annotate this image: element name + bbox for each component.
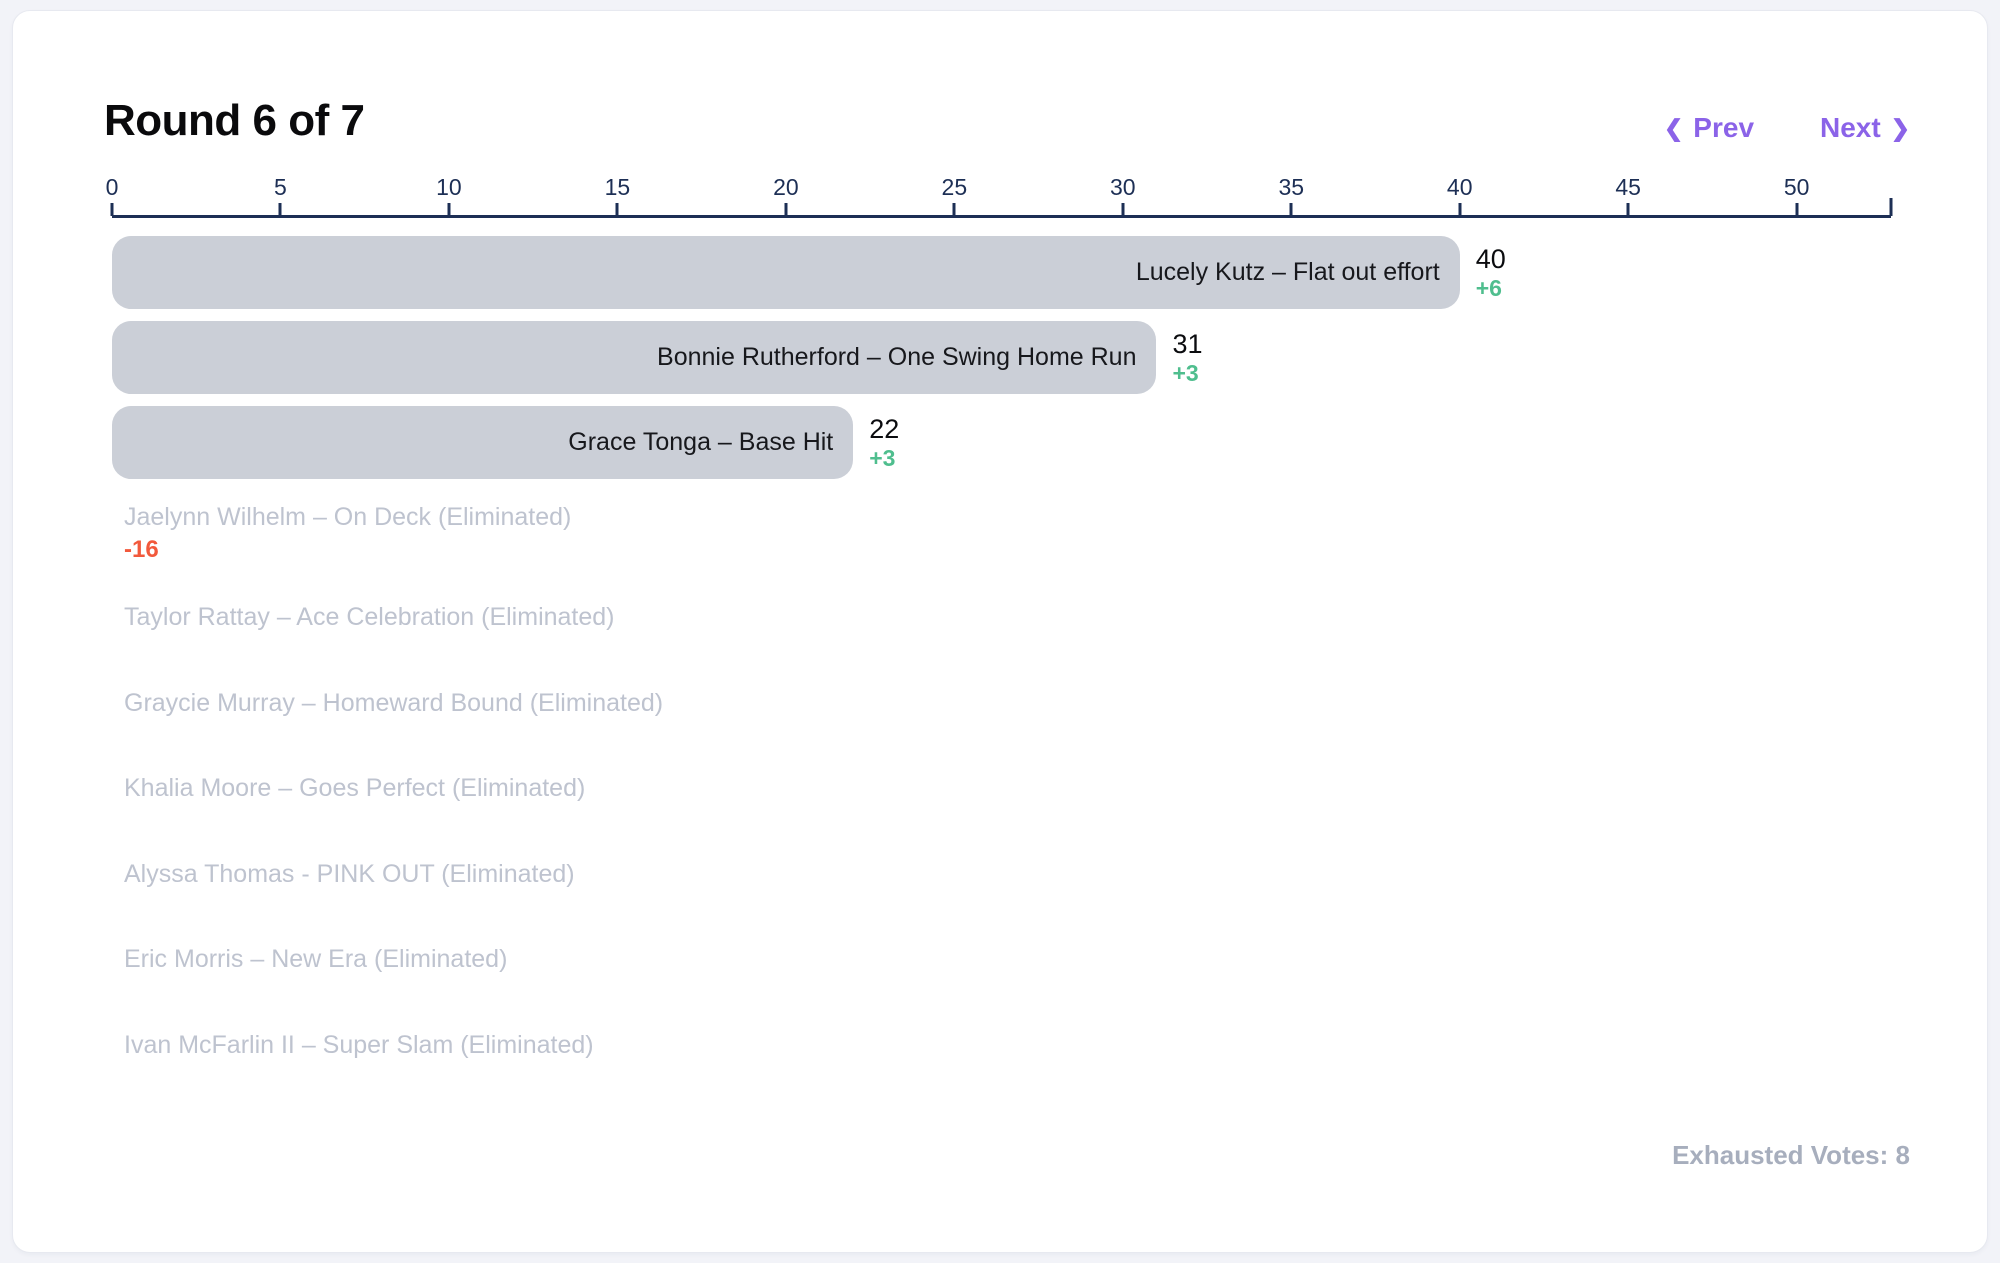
axis-tick [952,203,956,216]
eliminated-candidate-row: Jaelynn Wilhelm – On Deck (Eliminated) -1… [124,502,571,563]
candidate-bar: Bonnie Rutherford – One Swing Home Run [112,321,1157,394]
candidate-value-block: 31+3 [1172,321,1202,394]
candidate-value-block: 22+3 [869,406,899,479]
eliminated-candidate-row: Alyssa Thomas - PINK OUT (Eliminated) [124,859,575,889]
candidate-vote-delta: +3 [869,445,896,471]
chevron-right-icon: ❯ [1890,114,1910,141]
eliminated-candidate-label: Graycie Murray – Homeward Bound (Elimina… [124,688,664,717]
axis-tick-label: 20 [773,174,799,200]
candidate-bar-label: Grace Tonga – Base Hit [568,428,834,456]
axis-tick [278,203,282,216]
axis-tick-label: 25 [941,174,968,200]
axis-tick-label: 40 [1446,174,1473,200]
axis-end-tick [1889,198,1893,216]
candidate-bar-label: Lucely Kutz – Flat out effort [1135,258,1440,286]
eliminated-candidate-label: Khalia Moore – Goes Perfect (Eliminated) [124,774,586,802]
eliminated-vote-delta: -16 [124,536,159,563]
next-round-button[interactable]: Next ❯ [1820,112,1910,144]
eliminated-candidate-label: Eric Morris – New Era (Eliminated) [124,945,508,973]
candidate-bar: Grace Tonga – Base Hit [112,406,854,479]
candidate-vote-count: 22 [869,414,900,444]
candidate-vote-delta: +6 [1475,275,1502,301]
eliminated-candidate-row: Khalia Moore – Goes Perfect (Eliminated) [124,773,585,803]
candidate-bar-row: Bonnie Rutherford – One Swing Home Run 31… [112,321,1203,394]
axis-tick [1626,203,1630,216]
round-navigation: ❮ Prev Next ❯ [1664,112,1910,144]
axis-tick-label: 5 [274,174,287,200]
axis-tick-label: 35 [1278,174,1305,200]
candidate-value-block: 40+6 [1476,236,1506,309]
axis-tick-label: 30 [1109,174,1136,200]
eliminated-candidate-row: Taylor Rattay – Ace Celebration (Elimina… [124,602,615,632]
chevron-left-icon: ❮ [1664,114,1684,141]
axis-tick [110,203,114,216]
next-button-label: Next [1820,112,1881,143]
candidate-bar-row: Lucely Kutz – Flat out effort 40+6 [112,236,1506,309]
axis-tick [615,203,619,216]
prev-button-label: Prev [1693,112,1755,143]
eliminated-candidate-label: Taylor Rattay – Ace Celebration (Elimina… [124,603,615,631]
round-title: Round 6 of 7 [104,96,365,145]
axis-tick [1121,203,1125,216]
axis-tick-label: 50 [1783,174,1810,200]
axis-tick [784,203,788,216]
eliminated-candidate-row: Ivan McFarlin II – Super Slam (Eliminate… [124,1030,594,1060]
exhausted-votes-label: Exhausted Votes: 8 [1672,1140,1910,1170]
axis-tick [1458,203,1462,216]
candidate-vote-count: 40 [1475,244,1506,274]
eliminated-candidate-label: Alyssa Thomas - PINK OUT (Eliminated) [124,859,575,888]
axis-tick [1289,203,1293,216]
candidate-bar-label: Bonnie Rutherford – One Swing Home Run [657,343,1137,371]
axis-tick-label: 45 [1615,174,1641,200]
candidate-bar-row: Grace Tonga – Base Hit 22+3 [112,406,899,479]
axis-tick-label: 10 [436,174,462,200]
axis-tick [1795,203,1799,216]
candidate-bar: Lucely Kutz – Flat out effort [112,236,1460,309]
eliminated-candidate-row: Graycie Murray – Homeward Bound (Elimina… [124,688,663,718]
x-axis-line [112,215,1891,218]
eliminated-candidate-label: Ivan McFarlin II – Super Slam (Eliminate… [124,1030,594,1059]
axis-tick-label: 0 [105,174,119,200]
axis-tick-label: 15 [604,174,631,200]
eliminated-candidate-label: Jaelynn Wilhelm – On Deck (Eliminated) [124,503,572,531]
eliminated-candidate-row: Eric Morris – New Era (Eliminated) [124,944,507,974]
candidate-vote-count: 31 [1172,329,1203,359]
axis-tick [447,203,451,216]
prev-round-button[interactable]: ❮ Prev [1664,112,1754,144]
candidate-vote-delta: +3 [1172,360,1199,386]
